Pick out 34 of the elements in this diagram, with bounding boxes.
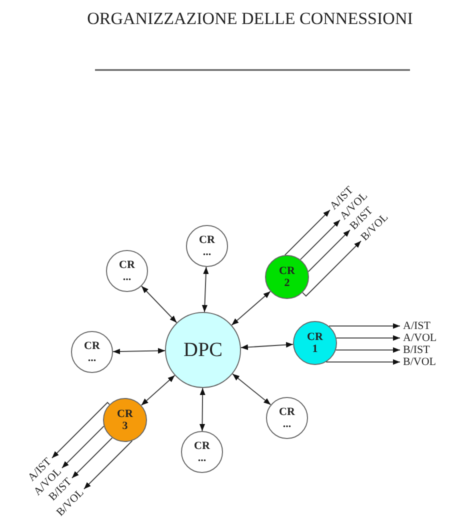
arrow (84, 440, 133, 490)
node-circle: CR ... (266, 397, 308, 439)
arrow (199, 388, 206, 432)
node-circle: CR ... (71, 331, 113, 373)
arrow (326, 359, 400, 365)
node-circle: CR ... (106, 250, 148, 292)
node-circle: CR 1 (293, 321, 337, 365)
arrow (52, 402, 110, 458)
arrow (62, 426, 104, 468)
arrow (232, 373, 272, 406)
node-circle: CR ... (181, 431, 223, 473)
hub-circle: DPC (165, 312, 241, 388)
arrow (140, 374, 176, 406)
arrow (202, 266, 209, 313)
title: ORGANIZZAZIONE DELLE CONNESSIONI (86, 8, 414, 30)
node-circle: CR 3 (103, 398, 147, 442)
channel-label: A/IST (403, 320, 430, 332)
arrow (308, 230, 350, 272)
arrow (240, 342, 294, 350)
arrow (336, 335, 400, 341)
arrow (72, 437, 113, 478)
arrow (328, 323, 400, 329)
arrow (141, 286, 178, 324)
arrow (284, 210, 330, 256)
arrow (231, 290, 271, 326)
channel-label: A/VOL (403, 332, 437, 344)
channel-label: B/IST (403, 344, 430, 356)
arrow (300, 220, 340, 260)
node-circle: CR 2 (265, 255, 309, 299)
arrow (335, 347, 400, 353)
arrow (302, 240, 362, 297)
node-circle: CR ... (186, 225, 228, 267)
arrow (112, 348, 166, 354)
channel-label: B/VOL (403, 356, 436, 368)
